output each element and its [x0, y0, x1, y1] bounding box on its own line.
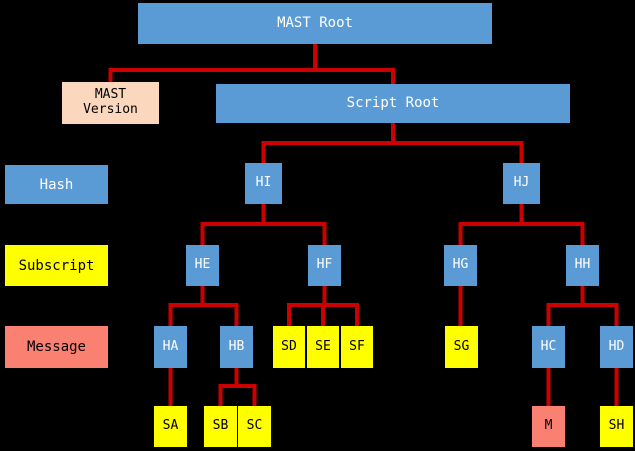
node-sf[interactable]: SF — [341, 326, 373, 368]
node-ha[interactable]: HA — [154, 326, 187, 368]
node-se[interactable]: SE — [307, 326, 339, 368]
node-hc[interactable]: HC — [532, 326, 565, 368]
legend-message: Message — [5, 326, 108, 368]
node-he[interactable]: HE — [186, 245, 219, 286]
node-sg[interactable]: SG — [445, 326, 478, 368]
node-mast-root[interactable]: MAST Root — [138, 3, 492, 44]
legend-hash: Hash — [5, 165, 108, 204]
node-hd[interactable]: HD — [600, 326, 633, 368]
node-mast-version[interactable]: MAST Version — [62, 82, 159, 124]
node-hh[interactable]: HH — [566, 245, 599, 286]
node-m[interactable]: M — [532, 406, 565, 447]
node-script-root[interactable]: Script Root — [216, 84, 570, 123]
legend-subscript: Subscript — [5, 245, 108, 286]
node-hj[interactable]: HJ — [503, 163, 540, 204]
node-sa[interactable]: SA — [154, 406, 187, 447]
node-sh[interactable]: SH — [600, 406, 633, 447]
node-hi[interactable]: HI — [245, 163, 282, 204]
node-sd[interactable]: SD — [273, 326, 305, 368]
node-sc[interactable]: SC — [238, 406, 271, 447]
node-hg[interactable]: HG — [444, 245, 477, 286]
node-sb[interactable]: SB — [204, 406, 237, 447]
node-hb[interactable]: HB — [220, 326, 253, 368]
node-hf[interactable]: HF — [308, 245, 341, 286]
